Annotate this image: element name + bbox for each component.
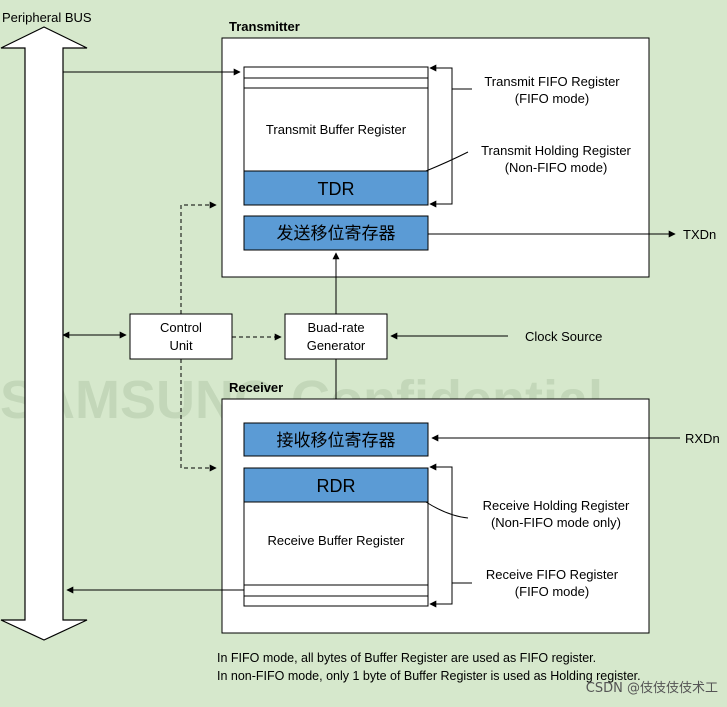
rx-shift-label: 接收移位寄存器 bbox=[277, 431, 396, 451]
rx-shift-register bbox=[243, 422, 429, 457]
control-unit-line1: Control bbox=[160, 320, 202, 335]
receiver-title: Receiver bbox=[229, 380, 283, 395]
tx-shift-register bbox=[243, 215, 429, 251]
tdr-label: TDR bbox=[318, 179, 355, 199]
footnote-line1: In FIFO mode, all bytes of Buffer Regist… bbox=[217, 651, 596, 665]
receive-buffer-register bbox=[243, 501, 429, 607]
transmit-fifo-note-line2: (FIFO mode) bbox=[515, 91, 589, 106]
baud-rate-generator bbox=[284, 313, 388, 360]
receive-fifo-note-line2: (FIFO mode) bbox=[515, 584, 589, 599]
baud-rate-line1: Buad-rate bbox=[307, 320, 364, 335]
transmit-holding-note-line2: (Non-FIFO mode) bbox=[505, 160, 608, 175]
peripheral-bus-label: Peripheral BUS bbox=[2, 10, 92, 25]
credit-label: CSDN @伎伎伎伎术工 bbox=[586, 681, 718, 696]
clock-source-label: Clock Source bbox=[525, 329, 602, 344]
receive-holding-note-line2: (Non-FIFO mode only) bbox=[491, 515, 621, 530]
transmit-fifo-note-line1: Transmit FIFO Register bbox=[484, 74, 620, 89]
transmit-buffer-label: Transmit Buffer Register bbox=[266, 122, 407, 137]
transmitter-title: Transmitter bbox=[229, 19, 300, 34]
receive-buffer-label: Receive Buffer Register bbox=[267, 533, 405, 548]
baud-rate-line2: Generator bbox=[307, 338, 366, 353]
footnote-line2: In non-FIFO mode, only 1 byte of Buffer … bbox=[217, 669, 641, 683]
rdr-register bbox=[243, 467, 429, 503]
receive-fifo-note-line1: Receive FIFO Register bbox=[486, 567, 619, 582]
peripheral-bus-arrow bbox=[0, 26, 88, 641]
receive-holding-note-line1: Receive Holding Register bbox=[483, 498, 630, 513]
transmit-buffer-register bbox=[243, 66, 429, 172]
rxd-label: RXDn bbox=[685, 431, 720, 446]
control-unit-line2: Unit bbox=[169, 338, 193, 353]
tdr-register bbox=[243, 170, 429, 206]
transmit-holding-note-line1: Transmit Holding Register bbox=[481, 143, 631, 158]
tx-shift-label: 发送移位寄存器 bbox=[277, 224, 396, 244]
txd-label: TXDn bbox=[683, 227, 716, 242]
rdr-label: RDR bbox=[317, 476, 356, 496]
